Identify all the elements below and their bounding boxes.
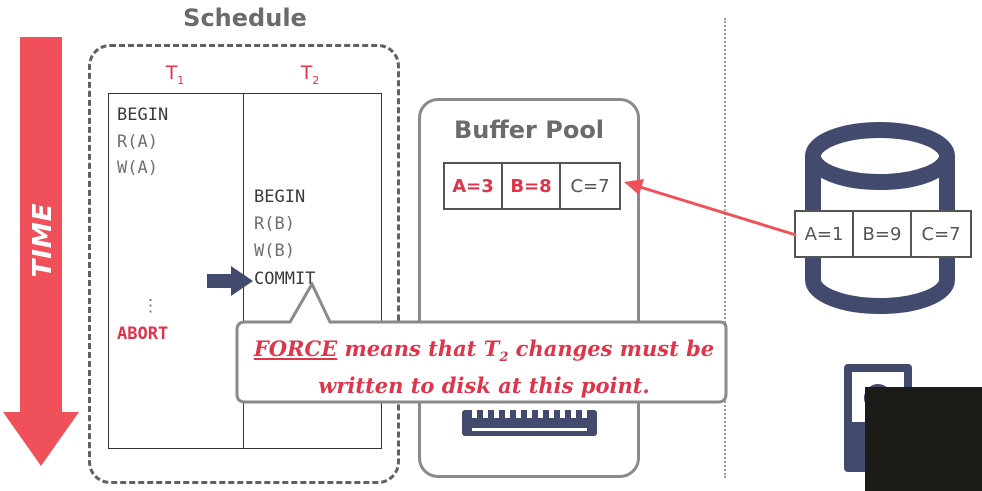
t2-write-b: W(B)	[254, 241, 295, 261]
t2-begin: BEGIN	[254, 187, 306, 207]
t1-abort: ABORT	[117, 324, 169, 344]
schedule-frame	[88, 44, 400, 484]
time-label: TIME	[28, 202, 58, 278]
buffer-cell-b: B=8	[503, 164, 561, 208]
t1-ellipsis: ⋮	[142, 296, 159, 316]
buffer-pool-title: Buffer Pool	[453, 116, 605, 144]
callout-line-1: FORCE means that T2 changes must be	[253, 336, 715, 366]
callout-bubble	[235, 282, 728, 404]
memory-chip-icon	[462, 406, 597, 436]
buffer-cell-a: A=3	[445, 164, 503, 208]
schedule-table	[108, 93, 382, 449]
webcam-overlay	[865, 387, 982, 491]
buffer-pool-page: A=3 B=8 C=7	[443, 162, 621, 210]
t2-column-header: T2	[300, 62, 320, 87]
t1-begin: BEGIN	[117, 105, 169, 125]
schedule-title: Schedule	[183, 4, 307, 32]
callout-line-2: written to disk at this point.	[318, 373, 650, 399]
t2-commit: COMMIT	[254, 269, 316, 289]
buffer-cell-c: C=7	[570, 175, 610, 197]
database-disk-icon	[805, 122, 955, 314]
column-divider	[243, 93, 244, 449]
disk-cell-a: A=1	[796, 212, 854, 256]
t1-write-a: W(A)	[117, 158, 158, 178]
t2-read-b: R(B)	[254, 214, 295, 234]
current-step-arrow-icon	[207, 266, 253, 296]
callout-text: FORCE means that T2 changes must be writ…	[245, 335, 723, 400]
section-divider	[724, 18, 726, 478]
force-keyword: FORCE	[253, 336, 338, 361]
fetch-arrow	[624, 179, 797, 237]
t1-column-header: T1	[165, 62, 185, 87]
disk-cell-b: B=9	[854, 212, 912, 256]
disk-page: A=1 B=9 C=7	[794, 210, 972, 258]
disk-cell-c: C=7	[921, 223, 961, 245]
t1-read-a: R(A)	[117, 132, 158, 152]
time-arrow	[3, 37, 79, 466]
